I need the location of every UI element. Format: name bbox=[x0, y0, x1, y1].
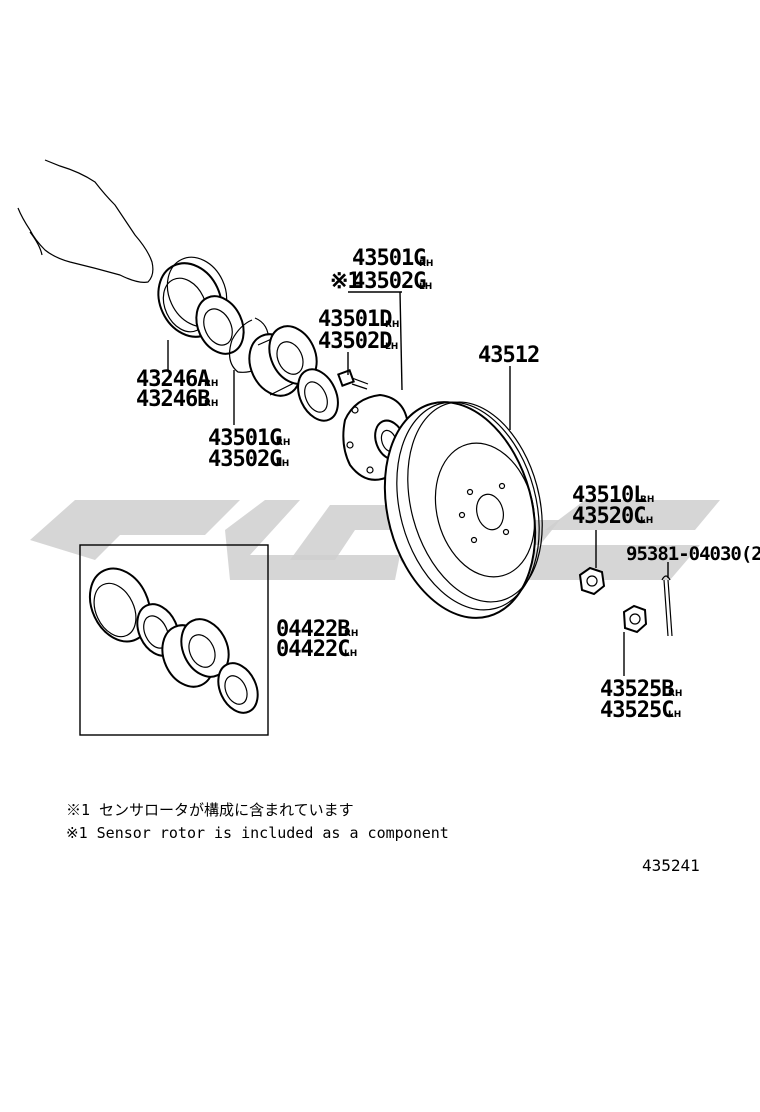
label-cotter-pin: 95381-04030(2 bbox=[626, 543, 760, 565]
hand-pointer-icon bbox=[17, 159, 154, 283]
label-hub: 43501D RH 43502D LH bbox=[318, 307, 399, 354]
bearing-kit-box bbox=[79, 544, 269, 736]
svg-text:RH: RH bbox=[276, 438, 290, 448]
svg-text:RH: RH bbox=[344, 629, 358, 639]
part-number: 43501G bbox=[208, 426, 282, 451]
label-castle-nut: 43525B RH 43525C LH bbox=[600, 677, 682, 723]
part-number: 43502G bbox=[352, 269, 426, 294]
svg-text:LH: LH bbox=[668, 710, 681, 720]
svg-text:RH: RH bbox=[385, 320, 399, 330]
svg-text:RH: RH bbox=[419, 259, 433, 269]
part-number: 04422B bbox=[276, 617, 350, 642]
note-english: ※1 Sensor rotor is included as a compone… bbox=[66, 824, 449, 842]
part-number: 43246A bbox=[136, 367, 210, 392]
label-lock-nut: 43510L RH 43520C LH bbox=[572, 483, 654, 529]
svg-text:LH: LH bbox=[419, 282, 432, 292]
svg-text:LH: LH bbox=[385, 342, 398, 352]
lock-nut bbox=[578, 566, 606, 596]
diagram-reference-code: 435241 bbox=[642, 856, 700, 875]
label-bearing: 43501G RH 43502G LH bbox=[208, 426, 290, 472]
cotter-pin bbox=[661, 575, 673, 637]
svg-text:LH: LH bbox=[344, 649, 357, 659]
label-seal: 43246A RH 43246B RH bbox=[136, 367, 218, 412]
part-number: 95381-04030(2 bbox=[626, 543, 760, 565]
part-number: 43512 bbox=[478, 343, 539, 368]
hub-bearing bbox=[248, 325, 318, 397]
svg-text:RH: RH bbox=[204, 379, 218, 389]
part-number: 43502G bbox=[208, 447, 282, 472]
part-number: 43501G bbox=[352, 246, 426, 271]
hub-bolt bbox=[337, 369, 369, 390]
svg-text:RH: RH bbox=[668, 689, 682, 699]
note-japanese: ※1 センサロータが構成に含まれています bbox=[66, 801, 354, 819]
leader-lines bbox=[167, 291, 669, 676]
outer-race bbox=[297, 368, 339, 422]
svg-text:RH: RH bbox=[204, 399, 218, 409]
sensor-rotor-mark: ※1 bbox=[330, 269, 360, 294]
label-rotor: 43512 bbox=[478, 343, 540, 368]
castle-nut bbox=[622, 604, 648, 634]
svg-text:LH: LH bbox=[640, 516, 653, 526]
part-number: 43525C bbox=[600, 698, 673, 723]
disc-rotor bbox=[383, 401, 543, 619]
svg-text:LH: LH bbox=[276, 459, 289, 469]
part-number: 04422C bbox=[276, 637, 349, 662]
part-number: 43520C bbox=[572, 504, 645, 529]
label-kit: 04422B RH 04422C LH bbox=[276, 617, 358, 662]
svg-text:RH: RH bbox=[640, 495, 654, 505]
part-number: 43510L bbox=[572, 483, 646, 508]
part-number: 43246B bbox=[136, 387, 210, 412]
part-number: 43525B bbox=[600, 677, 674, 702]
part-number: 43501D bbox=[318, 307, 392, 332]
label-hub-bolt: 43501G RH ※1 43502G LH bbox=[330, 246, 433, 294]
part-number: 43502D bbox=[318, 329, 392, 354]
